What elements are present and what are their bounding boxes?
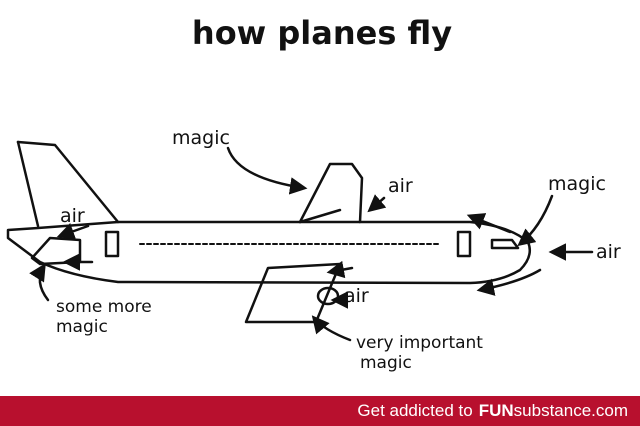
label-air-wing: air <box>344 285 369 307</box>
label-some-more-magic: magic <box>56 317 108 337</box>
footer-brand-fun: FUN <box>478 401 514 420</box>
diagram: how planes fly <box>6 14 621 373</box>
door-front <box>456 230 472 258</box>
tail-fin-base <box>16 140 40 228</box>
arrow-air-top <box>367 194 387 213</box>
label-air-top: air <box>388 175 413 197</box>
footer-brand-rest: substance.com <box>513 401 628 420</box>
title: how planes fly <box>192 14 452 52</box>
label-very-important: very important <box>356 333 483 353</box>
door-rear <box>104 230 120 258</box>
cockpit-window <box>490 238 520 250</box>
label-some-more: some more <box>56 297 152 317</box>
top-wing <box>298 162 364 224</box>
label-air-nose: air <box>596 241 621 263</box>
arrow-very-important <box>311 315 352 342</box>
bottom-wing <box>244 262 342 324</box>
label-magic-top: magic <box>172 127 230 149</box>
tail-stabilizer <box>30 236 82 266</box>
fuselage <box>6 220 531 285</box>
label-air-tail: air <box>60 205 85 227</box>
arrow-magic-top <box>226 146 308 195</box>
label-very-important-magic: magic <box>360 353 412 373</box>
footer-banner[interactable]: Get addicted to FUN substance.com <box>0 396 640 426</box>
tail-fin <box>16 140 120 224</box>
arrow-air-wing <box>326 260 354 279</box>
arrow-magic-nose <box>517 194 554 247</box>
airflow-nose-bottom <box>476 268 542 296</box>
airflow-nose-top <box>466 213 512 234</box>
arrow-air-tail <box>56 223 90 240</box>
footer-tagline: Get addicted to <box>357 401 473 420</box>
label-magic-nose: magic <box>548 173 606 195</box>
top-wing-flap <box>298 208 342 224</box>
arrow-some-more-magic <box>29 263 50 302</box>
